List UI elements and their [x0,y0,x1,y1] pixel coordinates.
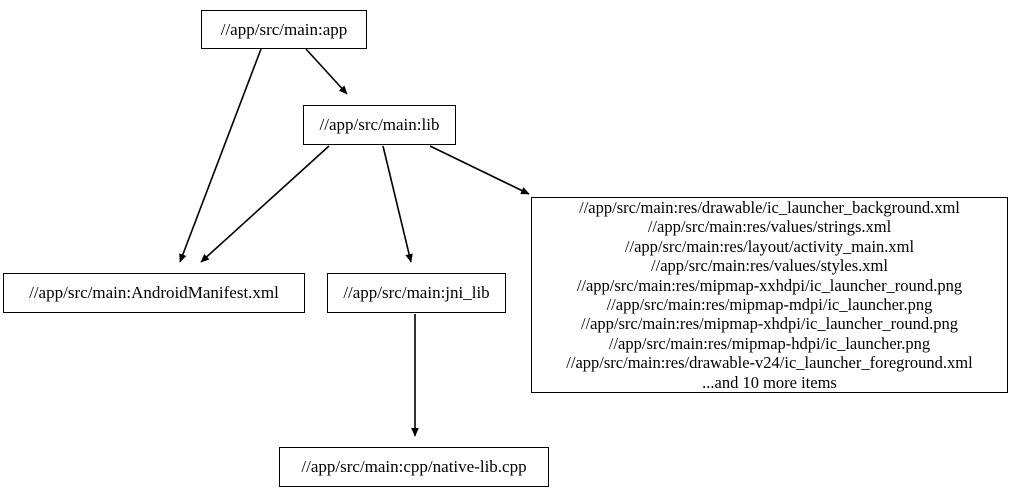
node-app[interactable]: //app/src/main:app [201,10,367,49]
node-resources-group-label: //app/src/main:res/drawable/ic_launcher_… [566,197,973,392]
edge-app-to-lib [305,48,348,95]
node-android-manifest[interactable]: //app/src/main:AndroidManifest.xml [3,273,305,313]
node-android-manifest-label: //app/src/main:AndroidManifest.xml [29,283,279,303]
node-app-label: //app/src/main:app [220,19,348,39]
node-lib-label: //app/src/main:lib [319,115,440,135]
node-lib[interactable]: //app/src/main:lib [303,105,456,145]
edge-lib-to-jni [382,145,413,263]
edge-app-to-manifest [179,48,262,263]
edge-lib-to-res [429,145,530,195]
node-jni-lib[interactable]: //app/src/main:jni_lib [327,273,506,313]
node-resources-group[interactable]: //app/src/main:res/drawable/ic_launcher_… [531,197,1008,393]
edge-lib-to-manifest [200,145,330,263]
node-native-lib-cpp[interactable]: //app/src/main:cpp/native-lib.cpp [279,447,549,487]
node-jni-lib-label: //app/src/main:jni_lib [343,283,490,303]
node-native-lib-cpp-label: //app/src/main:cpp/native-lib.cpp [301,457,527,477]
